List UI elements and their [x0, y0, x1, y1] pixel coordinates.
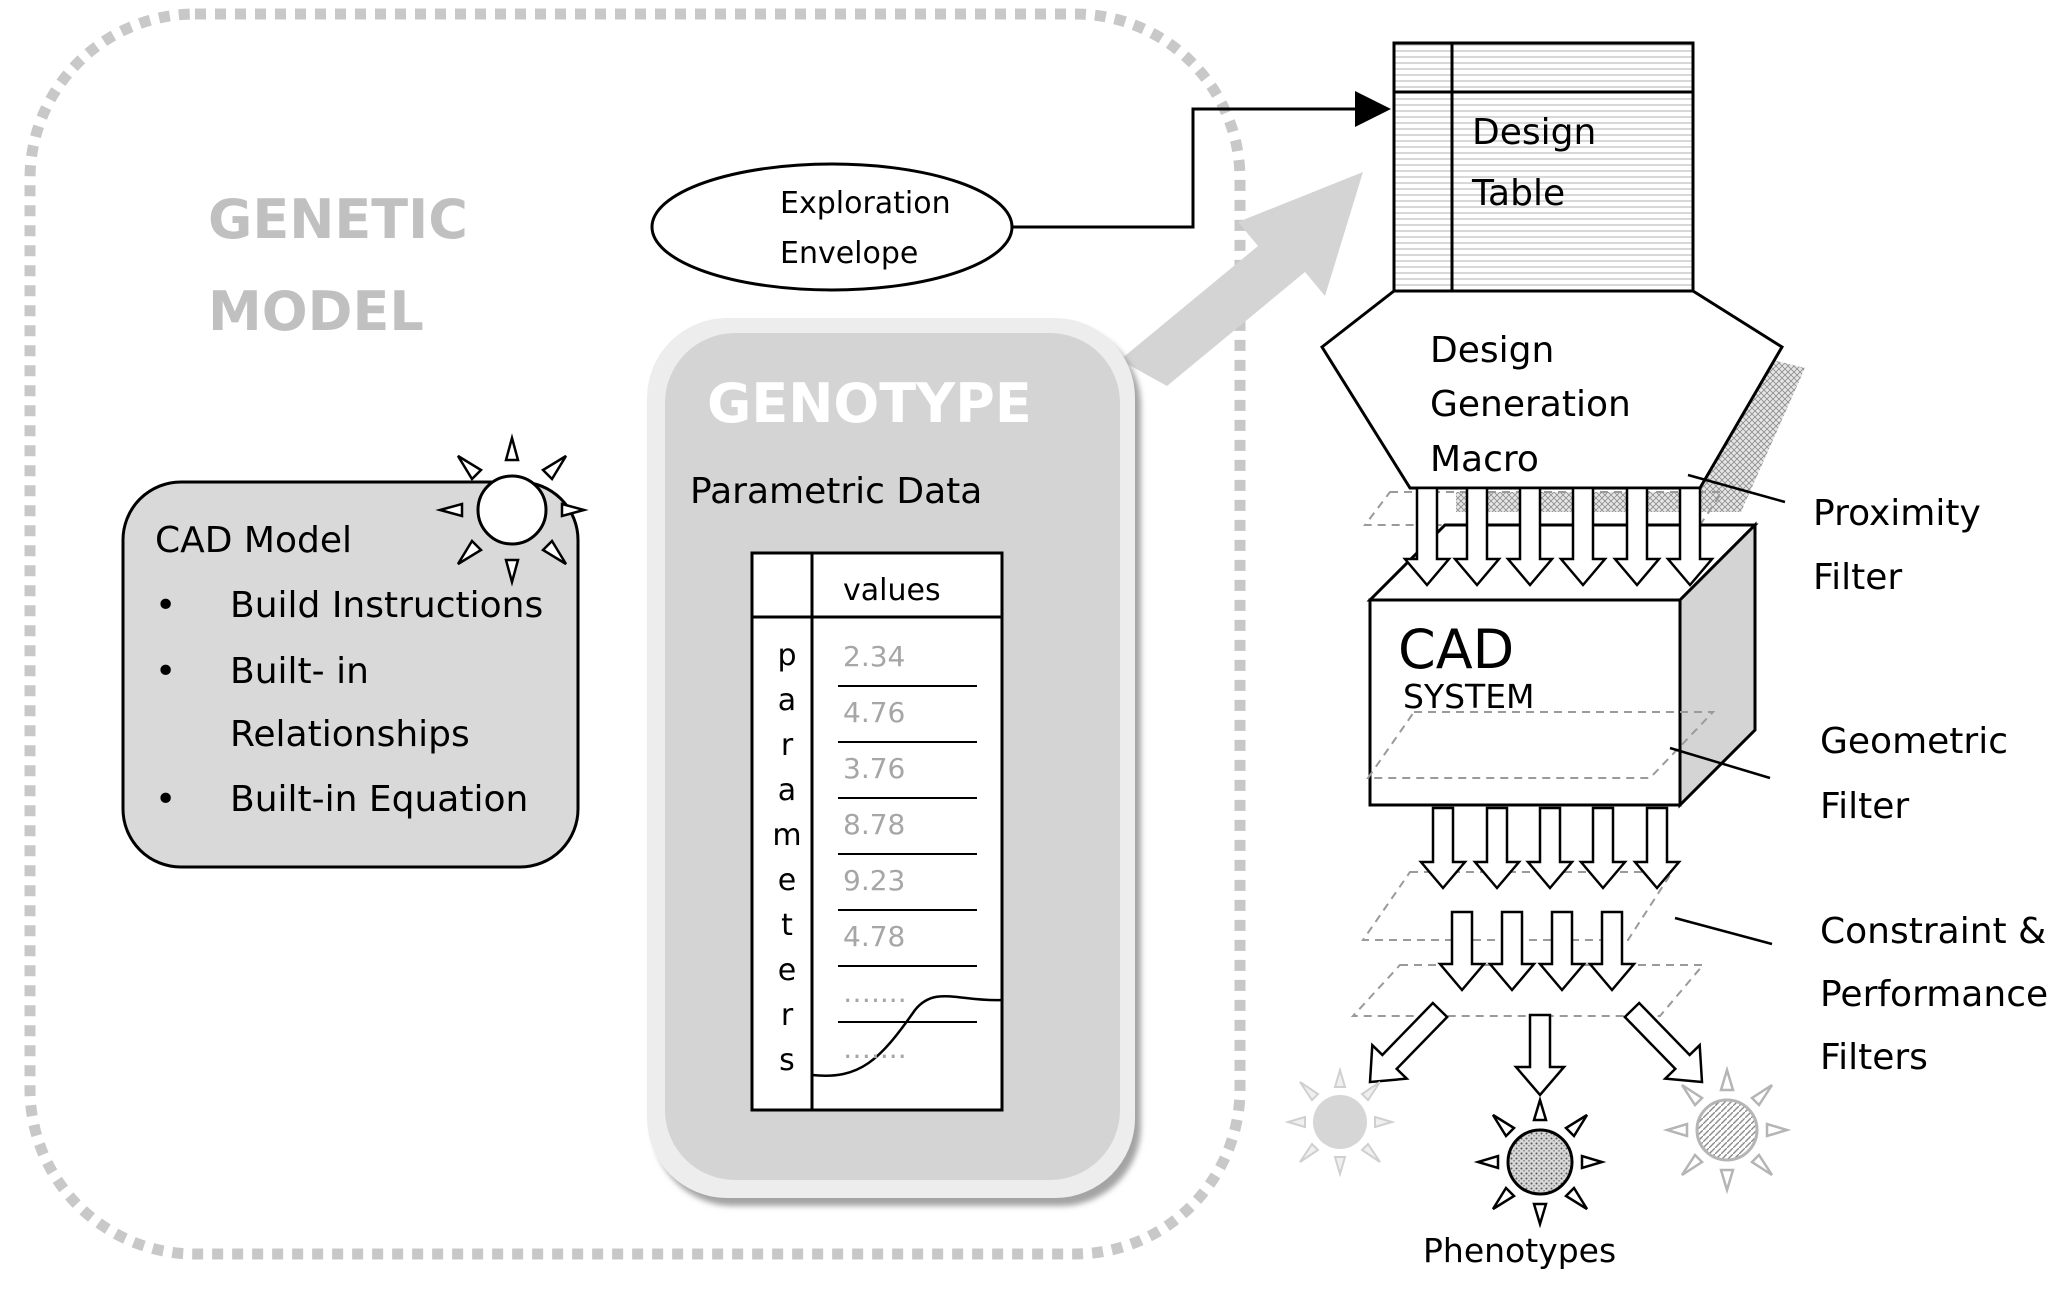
envelope-connector [1012, 91, 1391, 229]
macro-label-3: Macro [1430, 439, 1539, 480]
cad-model-title: CAD Model [155, 520, 352, 561]
cad-model-box [121, 480, 580, 869]
parameter-letter: m [772, 818, 801, 853]
constraint-filter-plane-1 [1361, 871, 1674, 941]
phenotype-sun-striped-icon [1662, 1065, 1792, 1195]
bullet-2: • [155, 651, 176, 692]
phenotype-sun-dotted-icon [1473, 1095, 1607, 1229]
macro-label-1: Design [1430, 330, 1554, 371]
genotype-to-table-arrow [1120, 172, 1363, 386]
cad-model-item-2: Built- in [230, 651, 369, 692]
design-table [1392, 41, 1695, 293]
geometric-pointer [1669, 746, 1771, 780]
phenotype-arrow [1513, 1013, 1567, 1097]
proximity-filter-label-2: Filter [1813, 557, 1902, 598]
sun-icon [435, 433, 589, 587]
parameter-value: 4.78 [843, 920, 905, 953]
genotype-title: GENOTYPE [707, 372, 1032, 435]
parameter-letter: p [777, 638, 796, 673]
genetic-model-title-2: MODEL [208, 280, 424, 343]
down-arrow [1418, 806, 1468, 890]
phenotype-sun-light-icon [1284, 1066, 1396, 1178]
parameter-letter: e [778, 863, 796, 898]
parameter-value: ….... [843, 1032, 907, 1065]
table-header-values: values [843, 573, 941, 608]
design-table-label-2: Table [1471, 173, 1565, 214]
exploration-envelope-label-1: Exploration [780, 186, 951, 221]
down-arrow [1537, 910, 1587, 992]
parameter-letter: r [781, 998, 794, 1033]
parameter-letter: a [778, 683, 796, 718]
cad-model-item-1: Build Instructions [230, 585, 543, 626]
genetic-model-boundary [24, 8, 1246, 1260]
geometric-filter-label-2: Filter [1820, 786, 1909, 827]
proximity-pointer [1687, 473, 1786, 504]
phenotypes-label: Phenotypes [1423, 1231, 1616, 1270]
macro-shadow [1456, 348, 1805, 512]
geometric-filter-label-1: Geometric [1820, 721, 2008, 762]
parametric-data-label: Parametric Data [690, 471, 982, 512]
down-arrow [1505, 486, 1555, 587]
parameter-letter: r [781, 728, 794, 763]
down-arrow [1525, 806, 1575, 890]
constraint-pointer [1674, 916, 1773, 946]
constraint-filter-label-2: Performance [1820, 974, 2048, 1015]
down-arrow [1558, 486, 1608, 587]
parameter-table: values [750, 551, 1004, 1112]
parameter-letter: t [781, 908, 793, 943]
parameter-value: 4.76 [843, 696, 905, 729]
down-arrow [1452, 486, 1502, 587]
constraint-filter-label-3: Filters [1820, 1037, 1928, 1078]
down-arrow [1487, 910, 1537, 992]
parameter-letter: a [778, 773, 796, 808]
cad-system-label-2: SYSTEM [1403, 677, 1535, 716]
parameter-value: 3.76 [843, 752, 905, 785]
cad-system-label-1: CAD [1398, 618, 1514, 681]
cad-model-item-3: Relationships [230, 714, 470, 755]
down-arrow [1632, 806, 1682, 890]
parameter-value: 2.34 [843, 640, 905, 673]
down-arrow [1665, 486, 1715, 587]
design-table-label-1: Design [1472, 112, 1596, 153]
phenotype-arrow [1623, 1001, 1704, 1084]
flow-arrows [1368, 486, 1715, 1097]
value-curve [811, 994, 1003, 1077]
exploration-envelope-label-2: Envelope [780, 236, 918, 271]
proximity-filter-label-1: Proximity [1813, 493, 1981, 534]
cad-model-item-4: Built-in Equation [230, 779, 528, 820]
macro-label-2: Generation [1430, 384, 1631, 425]
phenotype-arrow [1368, 1001, 1449, 1084]
parameter-value: 8.78 [843, 808, 905, 841]
cad-system-front [1368, 598, 1682, 807]
parameter-letter: e [778, 953, 796, 988]
bullet-1: • [155, 585, 176, 626]
down-arrow [1402, 486, 1452, 587]
exploration-envelope [650, 162, 1014, 292]
down-arrow [1472, 806, 1522, 890]
genetic-model-title: GENETIC [208, 188, 468, 251]
down-arrow [1578, 806, 1628, 890]
parameter-value: 9.23 [843, 864, 905, 897]
geometric-filter-plane [1366, 711, 1716, 779]
down-arrow [1437, 910, 1487, 992]
parameter-value: ….... [843, 976, 907, 1009]
design-generation-macro [1320, 289, 1785, 490]
down-arrow [1587, 910, 1637, 992]
bullet-3: • [155, 779, 176, 820]
parameter-letter: s [779, 1043, 795, 1078]
down-arrow [1612, 486, 1662, 587]
constraint-filter-label-1: Constraint & [1820, 911, 2046, 952]
